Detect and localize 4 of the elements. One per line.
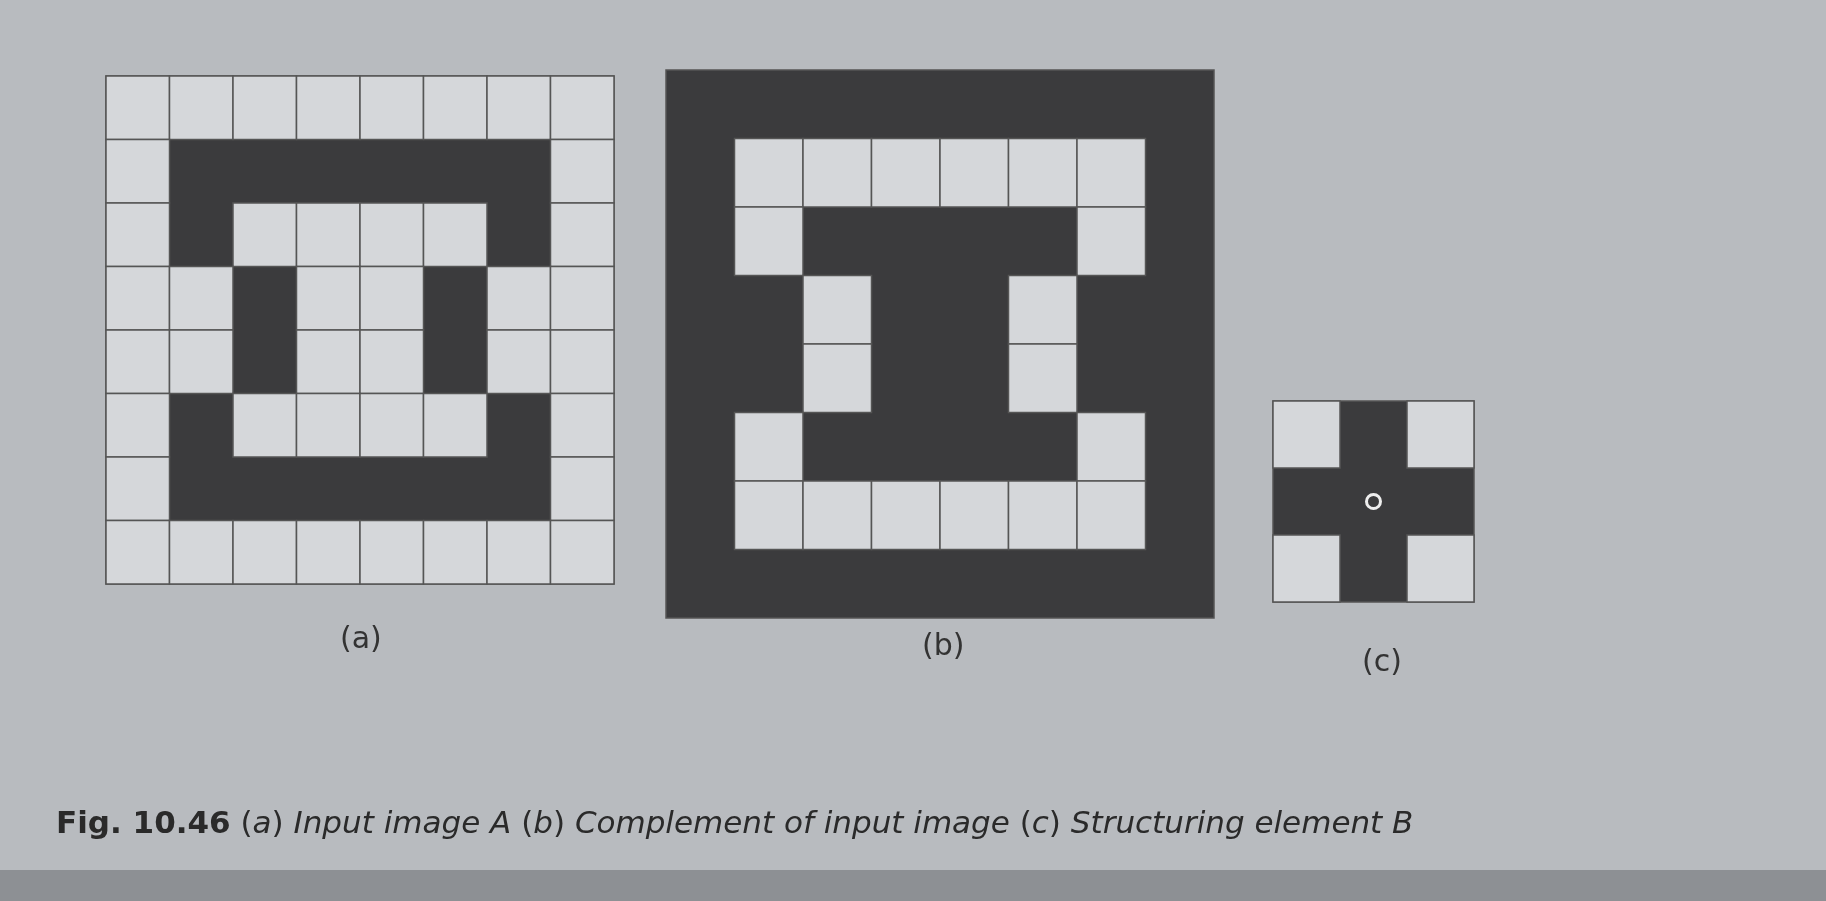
panel-label: (a) [340,620,382,655]
panel-label: (b) [922,627,965,662]
panel-label: (c) [1362,643,1402,678]
figure-caption: Fig. 10.46 (a) Input image A (b) Complement of input image (c) Structuring element B [56,804,1414,840]
